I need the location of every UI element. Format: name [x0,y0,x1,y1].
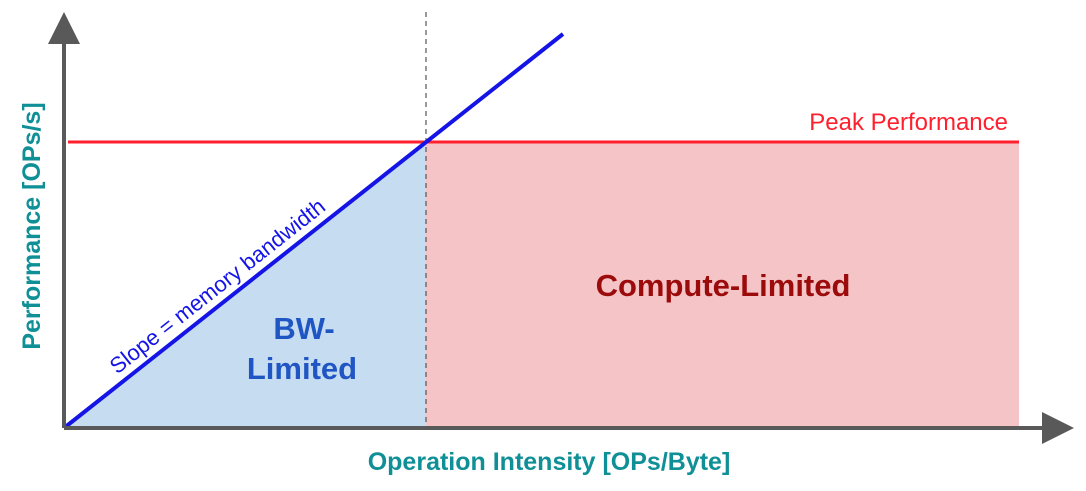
compute-limited-label: Compute-Limited [596,268,851,303]
memory-bandwidth-slope-line [62,32,565,430]
peak-performance-label: Peak Performance [809,109,1008,136]
y-axis-label: Performance [OPs/s] [18,102,46,349]
bw-limited-label-line1: BW- [273,311,334,346]
compute-limited-region [426,142,1019,428]
x-axis-label: Operation Intensity [OPs/Byte] [368,448,731,476]
bw-limited-label-line2: Limited [247,351,357,386]
